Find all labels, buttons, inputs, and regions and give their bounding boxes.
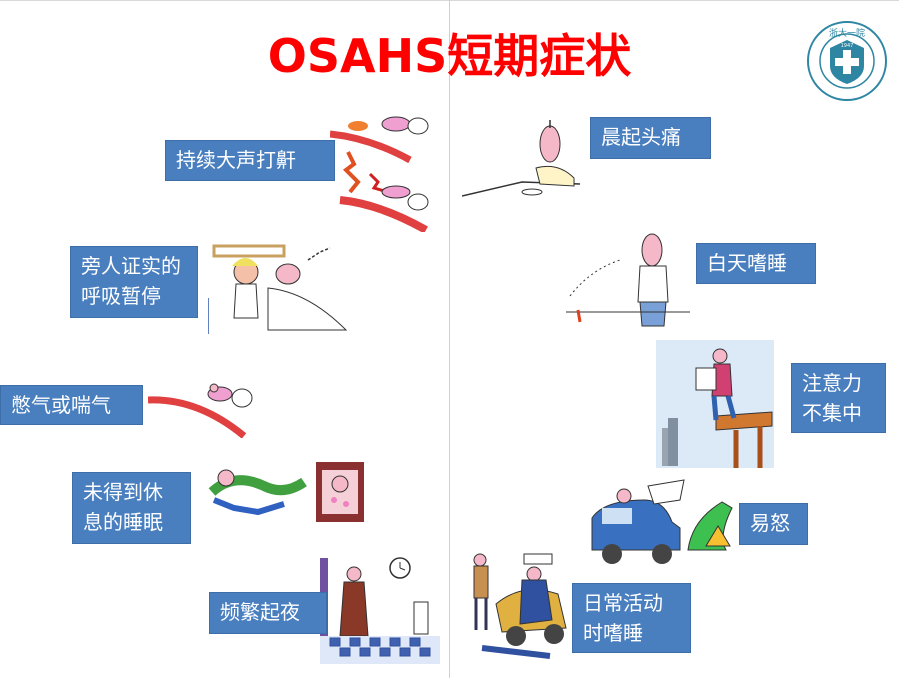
irritability-cartoon: [591, 479, 733, 564]
activity-sleep-cartoon: [473, 553, 567, 659]
label-snoring: 持续大声打鼾: [165, 140, 335, 181]
label-irritability: 易怒: [739, 503, 808, 545]
daytime-sleepiness-cartoon: [566, 233, 690, 327]
logo-year: 1947: [841, 43, 854, 49]
label-unrefreshing-line2: 息的睡眠: [83, 510, 163, 534]
label-activity-sleepiness: 日常活动 时嗜睡: [572, 583, 691, 653]
label-choking: 憋气或喘气: [0, 385, 143, 425]
hospital-seal-icon: 浙大一院 1947: [807, 21, 887, 101]
nocturia-cartoon: [320, 557, 440, 664]
label-witnessed-apnea: 旁人证实的 呼吸暂停: [70, 246, 198, 318]
snoring-cartoon: [330, 116, 429, 232]
center-divider: [449, 0, 450, 678]
headache-cartoon: [462, 120, 581, 197]
label-unrefreshing-line1: 未得到休: [83, 480, 163, 504]
label-witnessed-apnea-line2: 呼吸暂停: [81, 284, 161, 308]
label-concentration-line2: 不集中: [802, 401, 862, 425]
choking-cartoon: [148, 383, 253, 438]
label-choking-text: 憋气或喘气: [11, 393, 111, 417]
label-daytime-sleepiness: 白天嗜睡: [696, 243, 816, 284]
label-nocturia: 频繁起夜: [209, 592, 327, 634]
apnea-cartoon: [208, 244, 348, 334]
label-daytime-sleepiness-text: 白天嗜睡: [707, 251, 787, 275]
label-snoring-text: 持续大声打鼾: [176, 148, 296, 172]
label-irritability-text: 易怒: [750, 511, 790, 535]
label-nocturia-text: 频繁起夜: [220, 600, 300, 624]
label-morning-headache-text: 晨起头痛: [601, 125, 681, 149]
label-activity-sleep-line2: 时嗜睡: [583, 621, 643, 645]
label-poor-concentration: 注意力 不集中: [791, 363, 886, 433]
label-concentration-line1: 注意力: [802, 371, 862, 395]
concentration-cartoon: [656, 340, 774, 468]
label-witnessed-apnea-line1: 旁人证实的: [81, 254, 181, 278]
unrefreshing-sleep-cartoon: [208, 462, 364, 522]
label-morning-headache: 晨起头痛: [590, 117, 711, 159]
label-activity-sleep-line1: 日常活动: [583, 591, 663, 615]
logo-top-text: 浙大一院: [829, 27, 865, 39]
label-unrefreshing-sleep: 未得到休 息的睡眠: [72, 472, 191, 544]
slide-title: OSAHS短期症状: [267, 29, 632, 83]
